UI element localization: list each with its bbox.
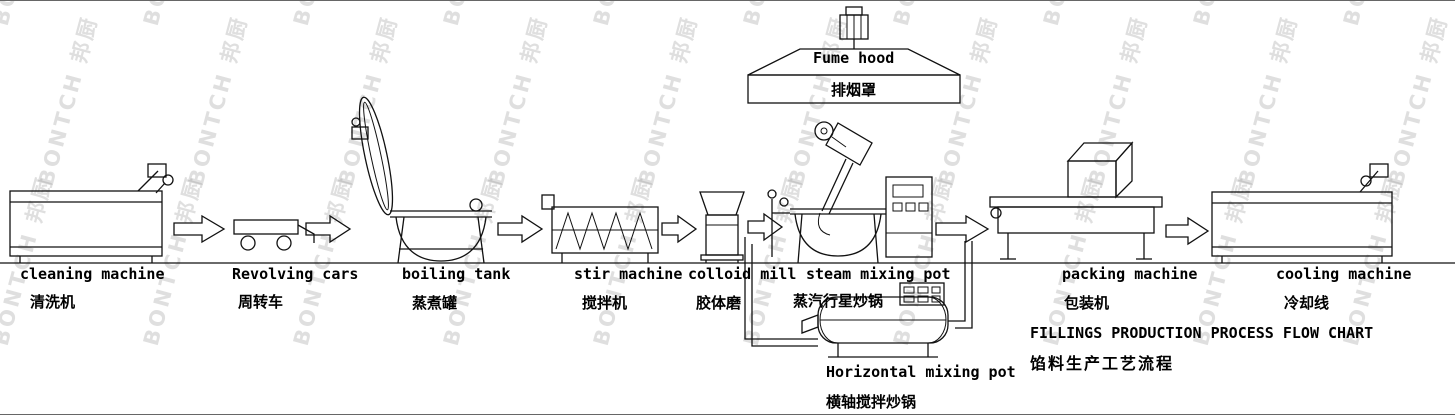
flow-arrows — [173, 212, 1210, 246]
steam-mixing-pot-drawing — [767, 121, 933, 264]
arrow-steam-to-packing — [935, 214, 990, 244]
arrow-cleaning-to-cart — [173, 214, 226, 244]
boiling-tank-drawing — [351, 96, 492, 264]
revolving-cars-drawing — [233, 219, 315, 251]
colloid-mill-drawing — [699, 191, 745, 263]
packing-machine-drawing — [989, 141, 1163, 260]
fume-hood-drawing — [747, 6, 961, 104]
cleaning-machine-drawing — [9, 163, 174, 263]
cooling-machine-drawing — [1211, 163, 1393, 263]
arrow-cart-to-boiling — [305, 214, 352, 244]
pipe-lines — [744, 237, 973, 347]
arrow-packing-to-cooling — [1165, 216, 1210, 246]
arrow-boiling-to-stir — [497, 214, 544, 244]
horizontal-mixing-pot-drawing — [801, 282, 949, 358]
arrow-stir-to-colloid — [661, 214, 698, 244]
stir-machine-drawing — [541, 194, 659, 263]
arrow-colloid-to-steam — [747, 212, 784, 242]
